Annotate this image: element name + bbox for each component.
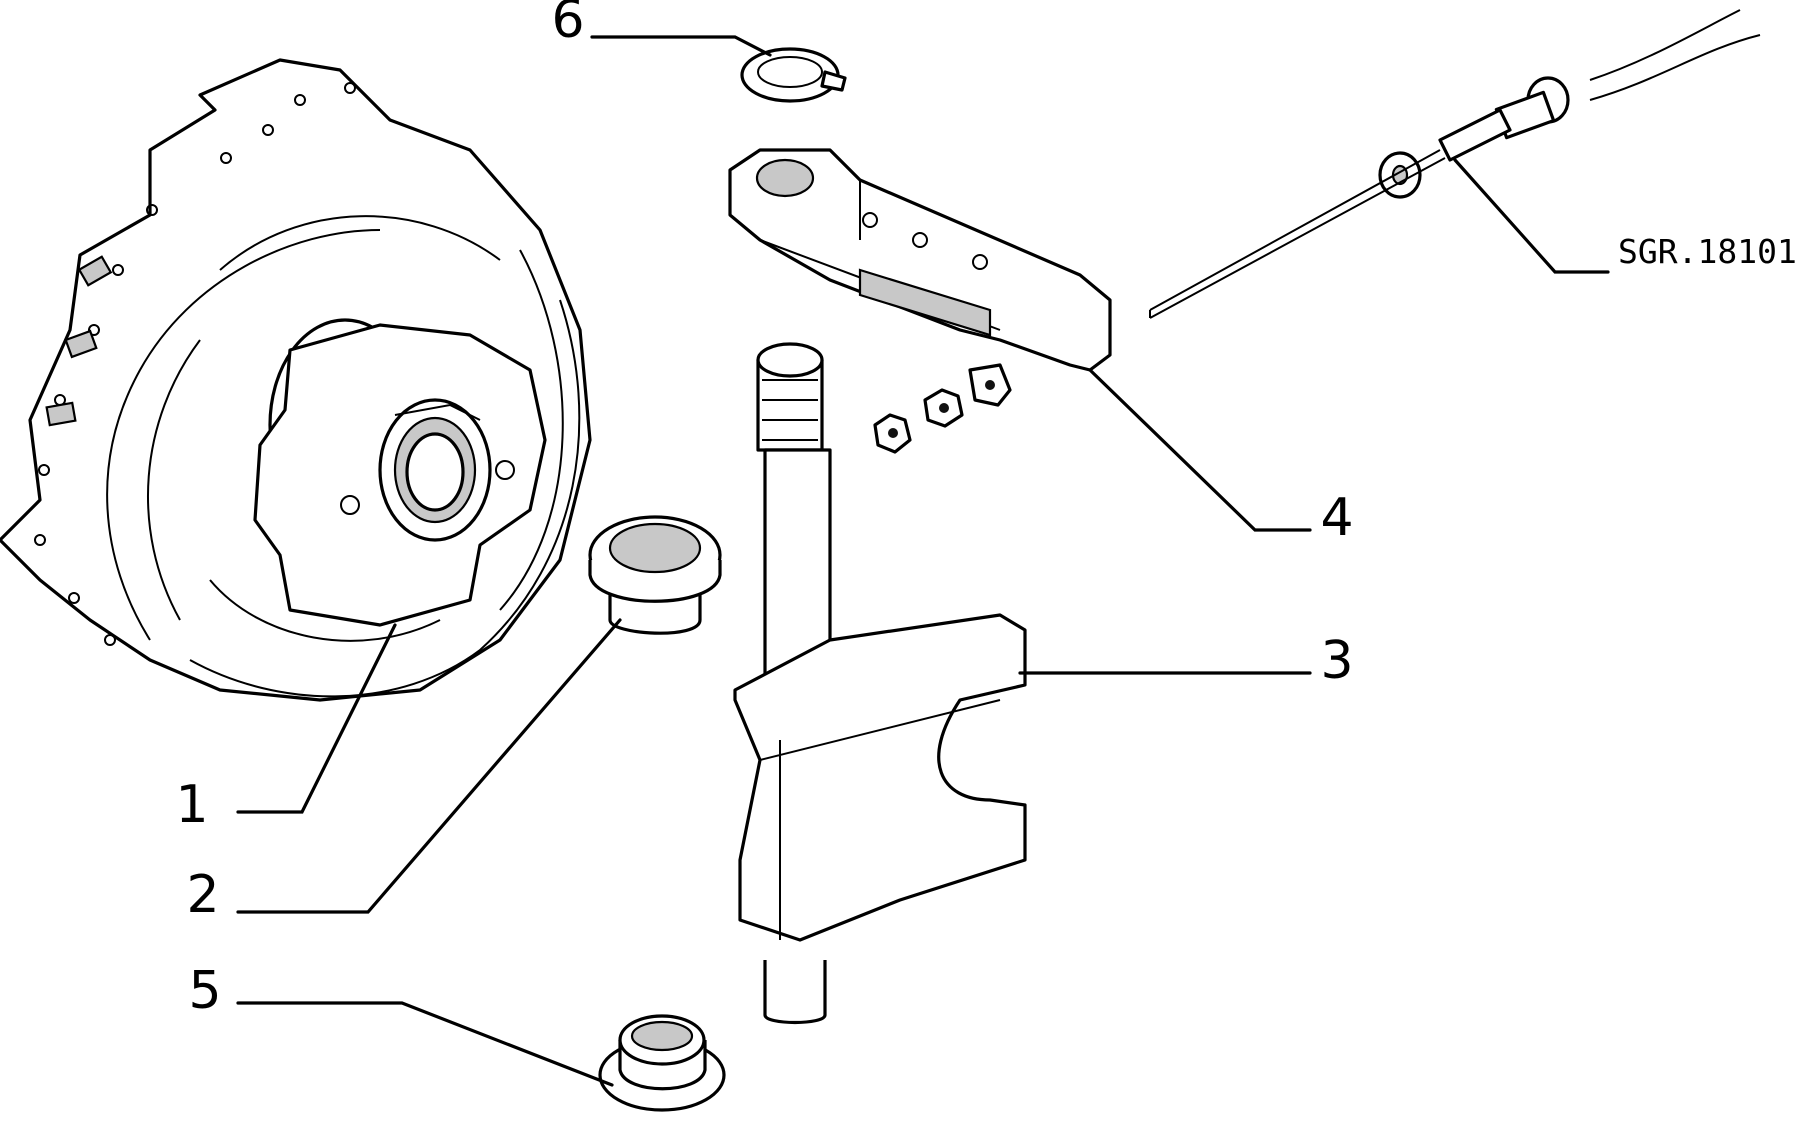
bushing-part-2 (588, 515, 722, 635)
release-fork-shaft-part-3 (733, 342, 1027, 1025)
bushing-part-5 (598, 1014, 726, 1112)
callout-4: 4 (1320, 488, 1353, 548)
leader-5 (236, 1001, 614, 1087)
leader-2 (236, 618, 622, 914)
leader-1 (236, 623, 397, 814)
callout-5: 5 (188, 961, 221, 1021)
leader-6 (590, 35, 772, 57)
circlip-part-6 (740, 47, 847, 103)
release-bearing-part-1 (253, 318, 547, 627)
leader-lines (236, 35, 1610, 1087)
callout-2: 2 (186, 865, 219, 925)
clutch-lever-part-4 (728, 148, 1112, 372)
callout-6: 6 (551, 0, 584, 50)
nuts-and-washer (873, 363, 1012, 454)
leader-ref (1453, 158, 1610, 274)
reference-code: SGR.18101 (1618, 232, 1797, 271)
leader-4 (1088, 368, 1312, 532)
clutch-cable (1149, 9, 1761, 319)
callout-1: 1 (175, 775, 208, 835)
callout-3: 3 (1320, 631, 1353, 691)
